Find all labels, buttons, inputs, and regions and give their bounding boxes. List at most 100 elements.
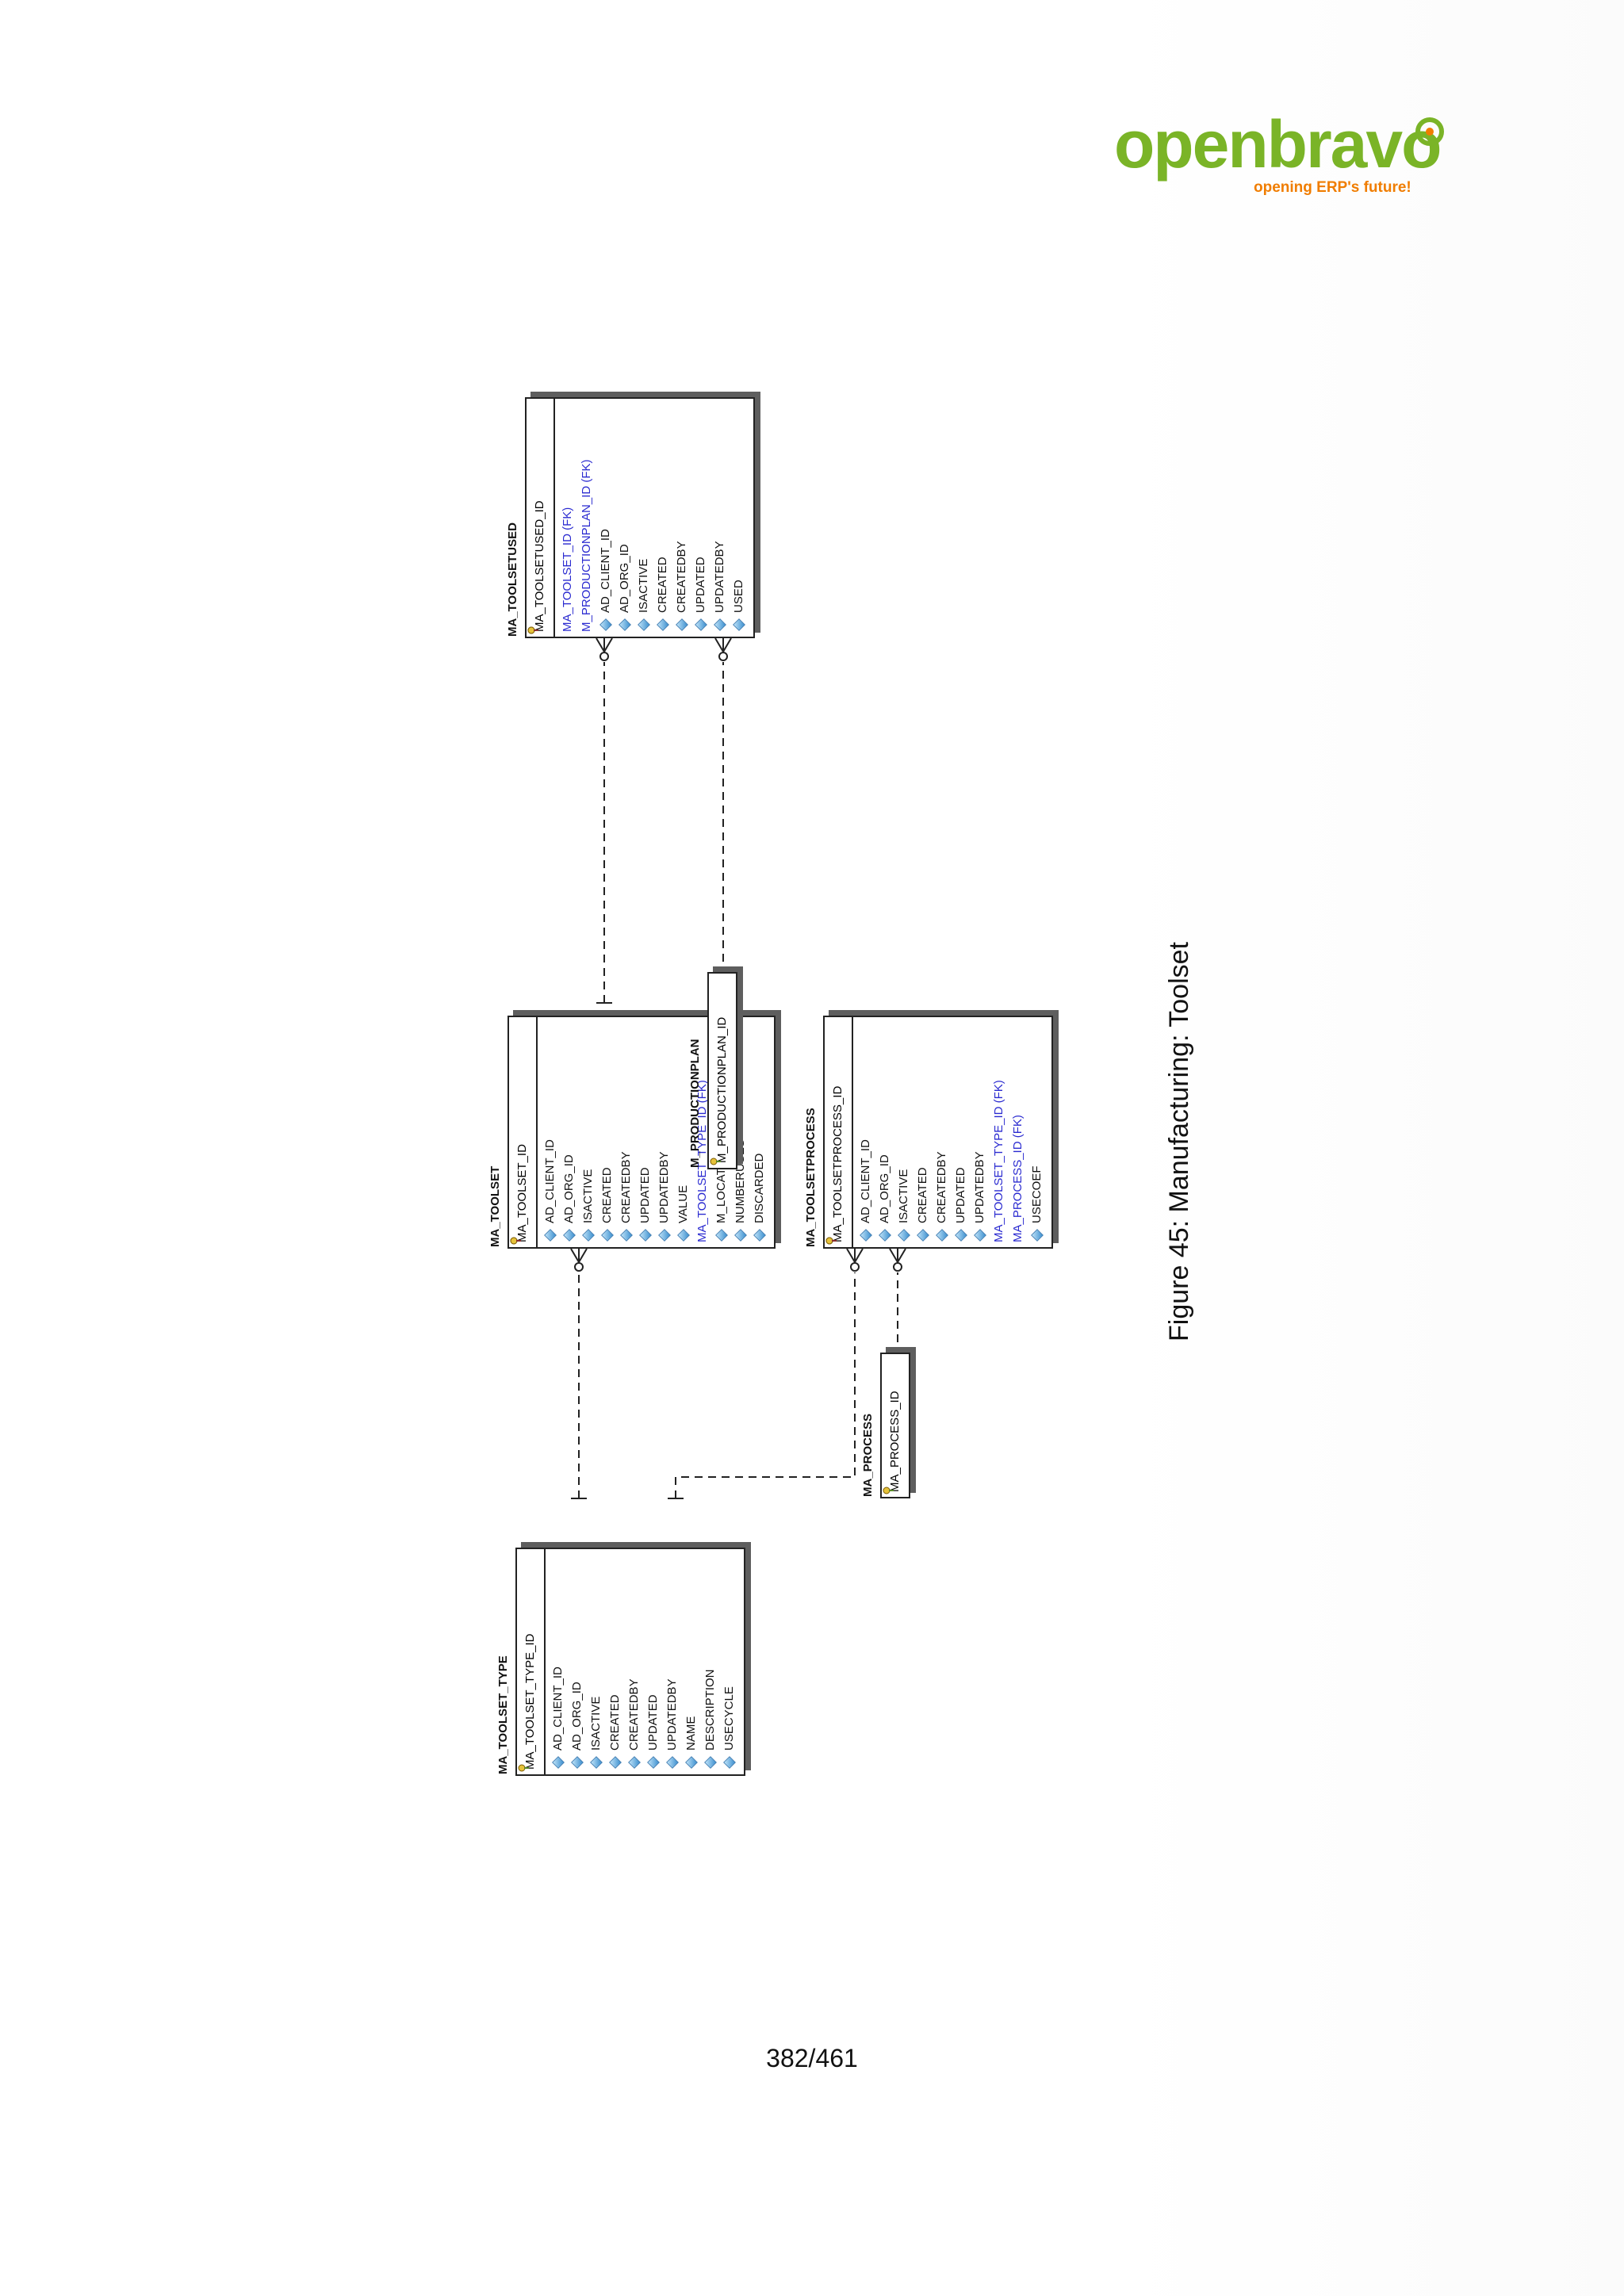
fk-column: MA_PROCESS_ID (FK) xyxy=(825,1022,1028,1245)
column-label: ISACTIVE xyxy=(581,1169,595,1223)
table-title: MA_TOOLSETPROCESS xyxy=(804,1108,818,1247)
pk-row: M_PRODUCTIONPLAN_ID xyxy=(709,974,736,1168)
pk-row: MA_TOOLSET_ID xyxy=(509,1017,538,1247)
table-title: MA_PROCESS xyxy=(861,1413,875,1497)
column-icon xyxy=(599,618,612,631)
table-ma-toolsetprocess: MA_TOOLSETPROCESS MA_TOOLSETPROCESS_ID A… xyxy=(804,1016,1053,1249)
column-label: UPDATEDBY xyxy=(973,1151,986,1223)
pk-label: MA_TOOLSET_ID xyxy=(515,1144,529,1242)
column-icon xyxy=(563,1229,576,1242)
column: USECYCLE xyxy=(720,1554,739,1770)
column-label: CREATEDBY xyxy=(935,1151,948,1223)
column-icon xyxy=(619,618,631,631)
column: AD_CLIENT_ID xyxy=(596,404,615,632)
pk-label: M_PRODUCTIONPLAN_ID xyxy=(715,1016,729,1163)
column: AD_CLIENT_ID xyxy=(549,1554,568,1770)
table-ma-process: MA_PROCESS MA_PROCESS_ID xyxy=(861,1353,910,1498)
column-label: UPDATEDBY xyxy=(665,1678,679,1751)
column-label: AD_CLIENT_ID xyxy=(551,1667,565,1751)
figure-caption-text: Figure 45: Manufacturing: Toolset xyxy=(1164,942,1194,1341)
column-label: AD_ORG_ID xyxy=(562,1154,576,1223)
column: UPDATED xyxy=(636,1022,655,1242)
column: AD_ORG_ID xyxy=(875,1022,894,1242)
fk-column: M_PRODUCTIONPLAN_ID (FK) xyxy=(527,404,596,634)
column: AD_ORG_ID xyxy=(560,1022,579,1242)
column-icon xyxy=(723,1756,736,1769)
pk-label: MA_TOOLSET_TYPE_ID xyxy=(523,1633,537,1770)
column-label: AD_CLIENT_ID xyxy=(599,529,612,613)
column-label: UPDATEDBY xyxy=(657,1151,671,1223)
column: ISACTIVE xyxy=(894,1022,914,1242)
column: CREATEDBY xyxy=(933,1022,952,1242)
column-list: AD_CLIENT_ID AD_ORG_ID ISACTIVE CREATED … xyxy=(825,1017,1051,1247)
table-ma-toolsetused: MA_TOOLSETUSED MA_TOOLSETUSED_ID MA_TOOL… xyxy=(506,397,755,638)
logo-wordmark: openbravo xyxy=(1114,111,1442,178)
column: ISACTIVE xyxy=(579,1022,598,1242)
column-label: USECOEF xyxy=(1030,1165,1044,1223)
column: UPDATEDBY xyxy=(663,1554,682,1770)
column-label: CREATED xyxy=(608,1694,622,1751)
column: UPDATEDBY xyxy=(971,1022,990,1242)
column-list: MA_TOOLSET_ID (FK) M_PRODUCTIONPLAN_ID (… xyxy=(527,399,753,637)
column-icon xyxy=(955,1229,967,1242)
column-icon xyxy=(1031,1229,1044,1242)
pk-row: MA_TOOLSETUSED_ID xyxy=(527,399,555,637)
openbravo-logo: openbravo opening ERP's future! xyxy=(1114,111,1447,206)
column-icon xyxy=(860,1229,872,1242)
column: ISACTIVE xyxy=(634,404,653,632)
column-icon xyxy=(628,1756,641,1769)
column: UPDATEDBY xyxy=(710,404,730,632)
swirl-icon xyxy=(1415,117,1444,146)
column-icon xyxy=(639,1229,652,1242)
column-icon xyxy=(704,1756,717,1769)
column-icon xyxy=(590,1756,603,1769)
column: UPDATED xyxy=(691,404,710,632)
column-icon xyxy=(734,1229,747,1242)
column-label: AD_ORG_ID xyxy=(618,544,631,613)
column-label: AD_ORG_ID xyxy=(878,1154,891,1223)
column-label: DISCARDED xyxy=(753,1153,766,1223)
column: CREATED xyxy=(598,1022,617,1242)
column-label: AD_ORG_ID xyxy=(570,1682,584,1751)
column-label: ISACTIVE xyxy=(897,1169,910,1223)
column: USECOEF xyxy=(1028,1022,1047,1242)
column-icon xyxy=(685,1756,698,1769)
table-ma-toolset: MA_TOOLSET MA_TOOLSET_ID AD_CLIENT_ID AD… xyxy=(488,1016,776,1249)
pk-row: MA_PROCESS_ID xyxy=(882,1354,909,1497)
column-label: MA_TOOLSET_TYPE_ID (FK) xyxy=(992,1080,1005,1242)
column-label: CREATEDBY xyxy=(675,541,688,613)
pk-label: MA_PROCESS_ID xyxy=(888,1391,902,1492)
fk-key-icon xyxy=(527,626,538,634)
column-icon xyxy=(552,1756,565,1769)
logo-word-open: open xyxy=(1114,107,1269,182)
column-icon xyxy=(609,1756,622,1769)
column: AD_CLIENT_ID xyxy=(541,1022,560,1242)
column: AD_CLIENT_ID xyxy=(856,1022,875,1242)
column: ISACTIVE xyxy=(587,1554,606,1770)
column: CREATEDBY xyxy=(625,1554,644,1770)
column-icon xyxy=(571,1756,584,1769)
column-label: CREATEDBY xyxy=(627,1678,641,1751)
column: AD_ORG_ID xyxy=(615,404,634,632)
column-label: M_PRODUCTIONPLAN_ID (FK) xyxy=(580,459,593,632)
pk-label: MA_TOOLSETPROCESS_ID xyxy=(831,1085,845,1242)
column-icon xyxy=(544,1229,557,1242)
column: UPDATEDBY xyxy=(655,1022,674,1242)
column: CREATED xyxy=(653,404,672,632)
column-icon xyxy=(917,1229,929,1242)
column: USED xyxy=(730,404,749,632)
column-label: AD_CLIENT_ID xyxy=(543,1139,557,1223)
column-label: AD_CLIENT_ID xyxy=(859,1139,872,1223)
column-icon xyxy=(657,618,669,631)
column: CREATEDBY xyxy=(672,404,691,632)
column-label: CREATED xyxy=(600,1167,614,1223)
column-icon xyxy=(620,1229,633,1242)
column-label: UPDATED xyxy=(954,1167,967,1223)
figure-caption: Figure 45: Manufacturing: Toolset xyxy=(1151,896,1207,1387)
column-icon xyxy=(974,1229,986,1242)
column-list: AD_CLIENT_ID AD_ORG_ID ISACTIVE CREATED … xyxy=(510,1017,774,1247)
column-icon xyxy=(601,1229,614,1242)
column-icon xyxy=(582,1229,595,1242)
fk-column: MA_TOOLSET_TYPE_ID (FK) xyxy=(825,1022,1009,1245)
page-number: 382/461 xyxy=(766,2044,858,2072)
